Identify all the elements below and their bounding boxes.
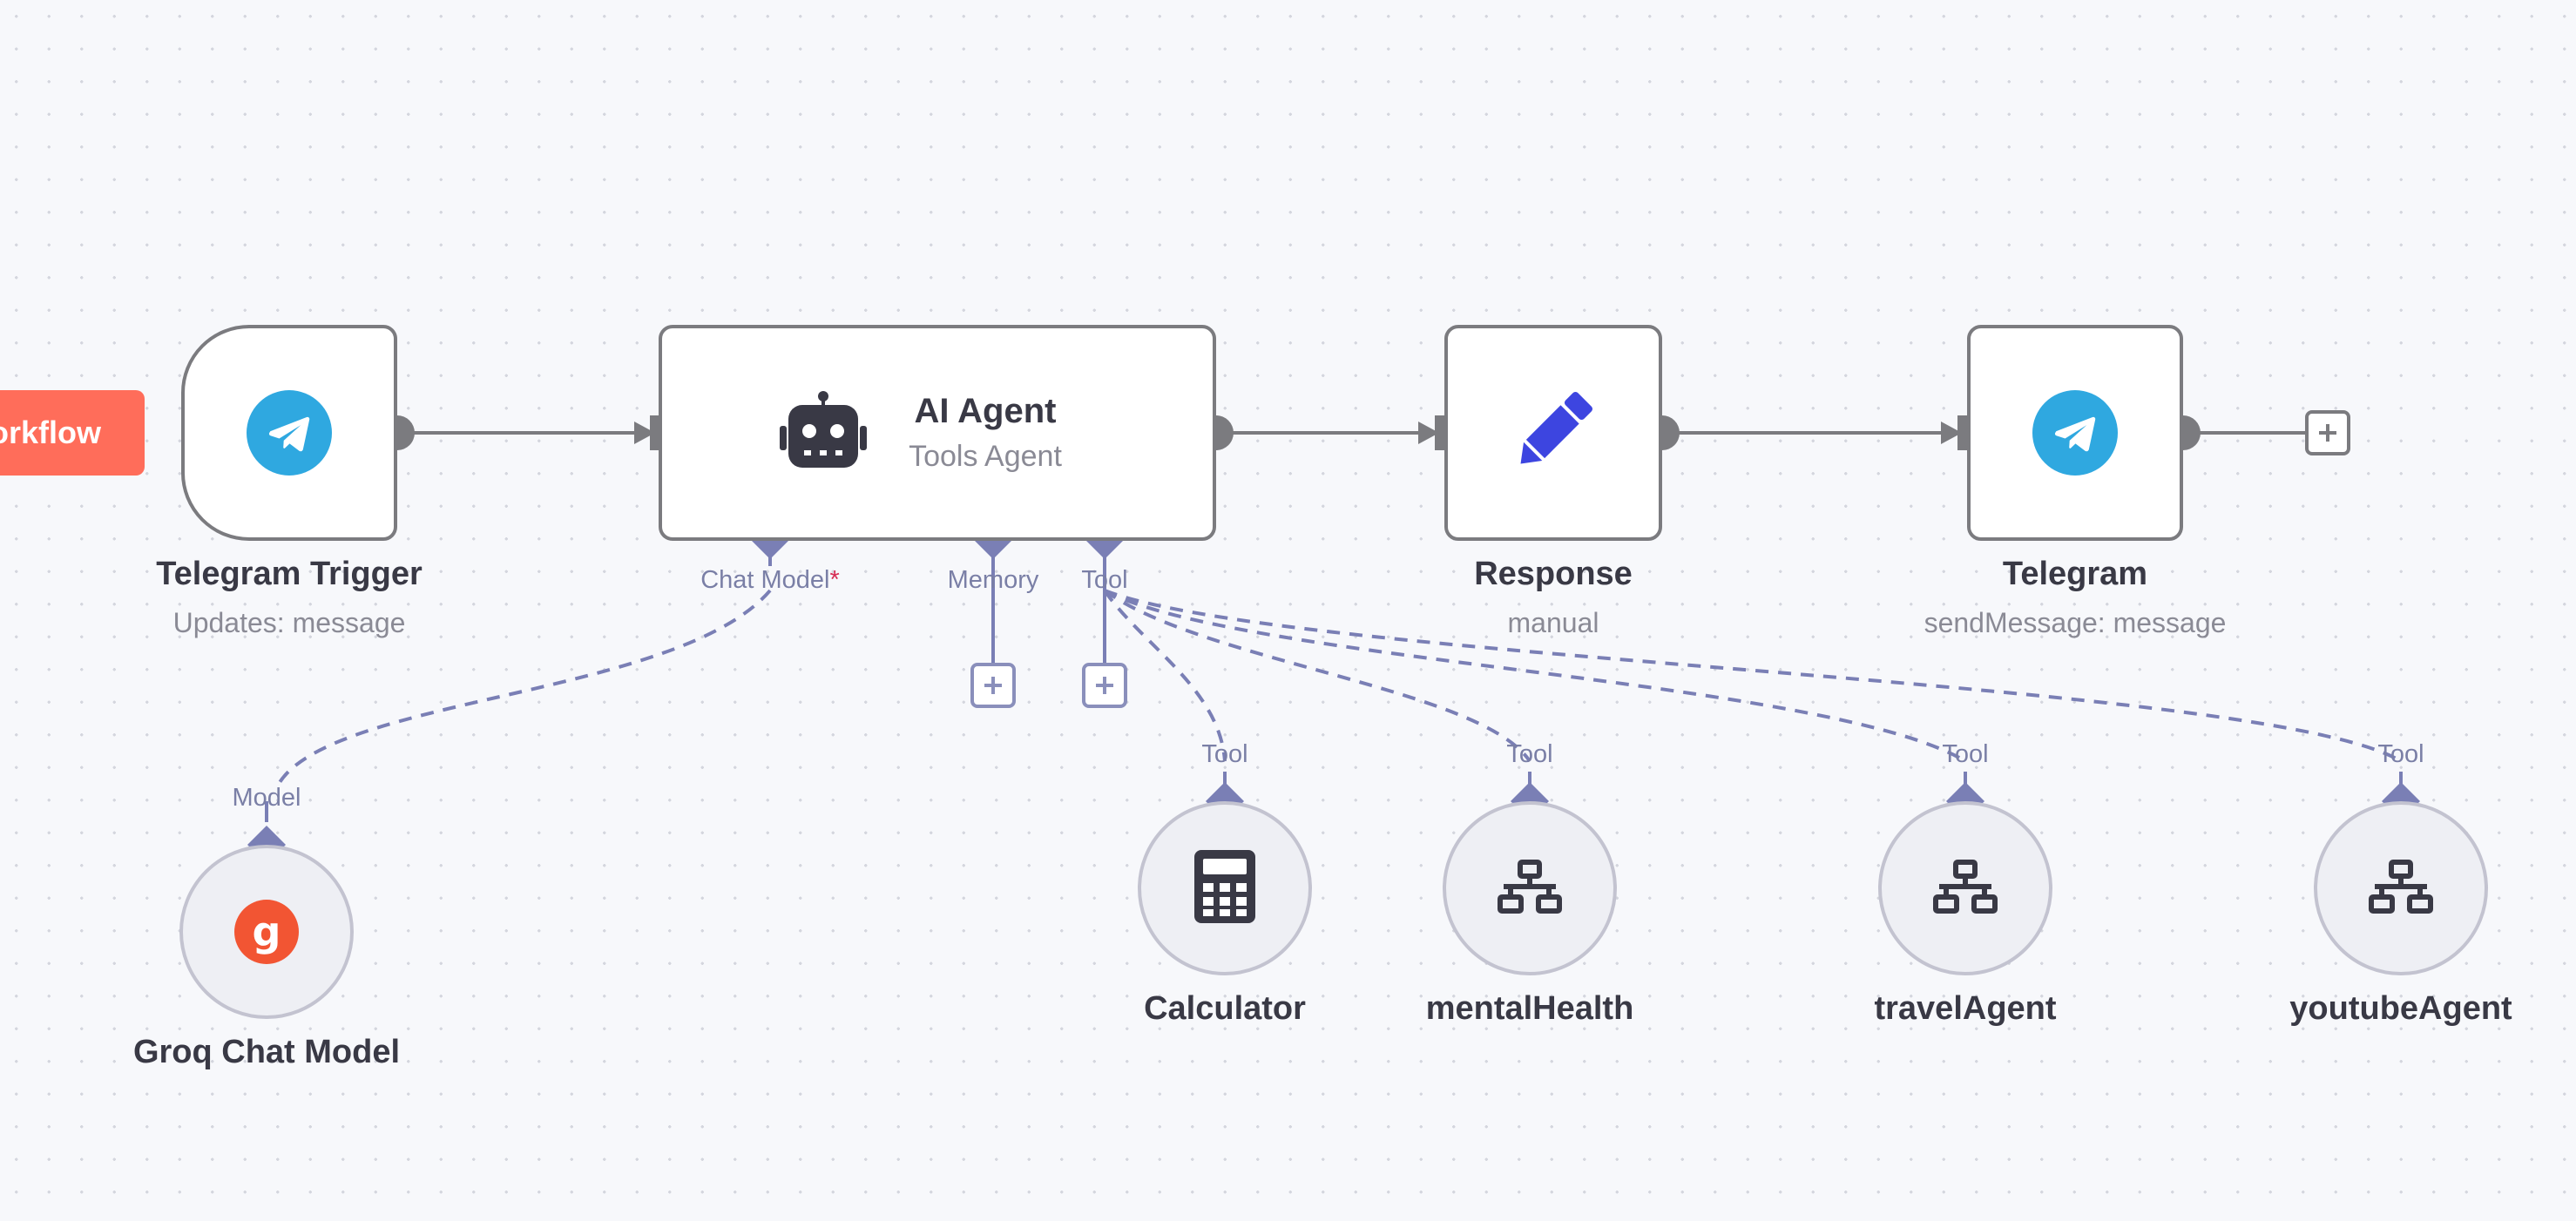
workflow-icon	[2368, 859, 2434, 918]
port-label-tool: Tool	[1081, 566, 1128, 594]
node-youtubeagent[interactable]	[2314, 801, 2488, 975]
node-title-telegram-trigger: Telegram Trigger	[156, 556, 423, 592]
connection-tool-calculator	[1103, 589, 1227, 762]
port-label-model: Model	[232, 784, 301, 812]
node-title-youtubeagent: youtubeAgent	[2289, 990, 2512, 1027]
node-groq-chat-model[interactable]: g	[179, 845, 354, 1019]
port-label-travelagent-tool: Tool	[1942, 740, 1989, 768]
node-subtitle-ai-agent: Tools Agent	[909, 440, 1062, 473]
node-subtitle-telegram-trigger: Updates: message	[172, 607, 406, 638]
node-title-groq-chat-model: Groq Chat Model	[132, 1034, 401, 1070]
node-mentalhealth[interactable]	[1443, 801, 1617, 975]
node-title-ai-agent: AI Agent	[914, 392, 1057, 430]
port-label-calculator-tool: Tool	[1201, 740, 1248, 768]
node-travelagent[interactable]	[1878, 801, 2052, 975]
arrow-to-agent	[634, 422, 655, 444]
node-calculator[interactable]	[1138, 801, 1312, 975]
pencil-icon	[1505, 383, 1601, 483]
workflow-icon	[1497, 859, 1563, 918]
plus-icon	[984, 677, 1002, 694]
node-title-mentalhealth: mentalHealth	[1425, 990, 1634, 1027]
test-workflow-button[interactable]: orkflow	[0, 390, 145, 476]
connection-chat-model	[277, 589, 772, 786]
node-title-calculator: Calculator	[1144, 990, 1306, 1027]
calculator-icon	[1194, 849, 1255, 928]
telegram-icon	[247, 390, 332, 476]
node-subtitle-telegram: sendMessage: message	[1924, 607, 2227, 638]
port-label-youtubeagent-tool: Tool	[2377, 740, 2424, 768]
arrow-to-telegram	[1941, 422, 1962, 444]
node-response[interactable]	[1444, 325, 1662, 541]
node-title-travelagent: travelAgent	[1874, 990, 2057, 1027]
add-next-node-button[interactable]	[2305, 410, 2350, 455]
plus-icon	[1096, 677, 1113, 694]
port-label-chat-model: Chat Model*	[700, 566, 840, 594]
groq-icon: g	[234, 900, 299, 964]
robot-icon	[778, 390, 869, 476]
node-title-response: Response	[1474, 556, 1633, 592]
add-memory-button[interactable]	[970, 663, 1016, 708]
port-label-memory: Memory	[947, 566, 1039, 594]
node-telegram[interactable]	[1967, 325, 2183, 541]
node-ai-agent[interactable]: AI Agent Tools Agent	[659, 325, 1216, 541]
node-title-telegram: Telegram	[2002, 556, 2148, 592]
plus-icon	[2319, 424, 2336, 442]
node-subtitle-response: manual	[1507, 607, 1599, 638]
port-label-mentalhealth-tool: Tool	[1506, 740, 1553, 768]
node-telegram-trigger[interactable]	[181, 325, 397, 541]
arrow-to-response	[1418, 422, 1439, 444]
workflow-icon	[1932, 859, 1998, 918]
workflow-button-label: orkflow	[0, 415, 101, 450]
add-tool-button[interactable]	[1082, 663, 1127, 708]
required-marker: *	[829, 566, 840, 594]
connection-tool-mentalhealth	[1103, 589, 1531, 763]
telegram-icon	[2032, 390, 2118, 476]
connection-tool-travelagent	[1104, 589, 1967, 763]
